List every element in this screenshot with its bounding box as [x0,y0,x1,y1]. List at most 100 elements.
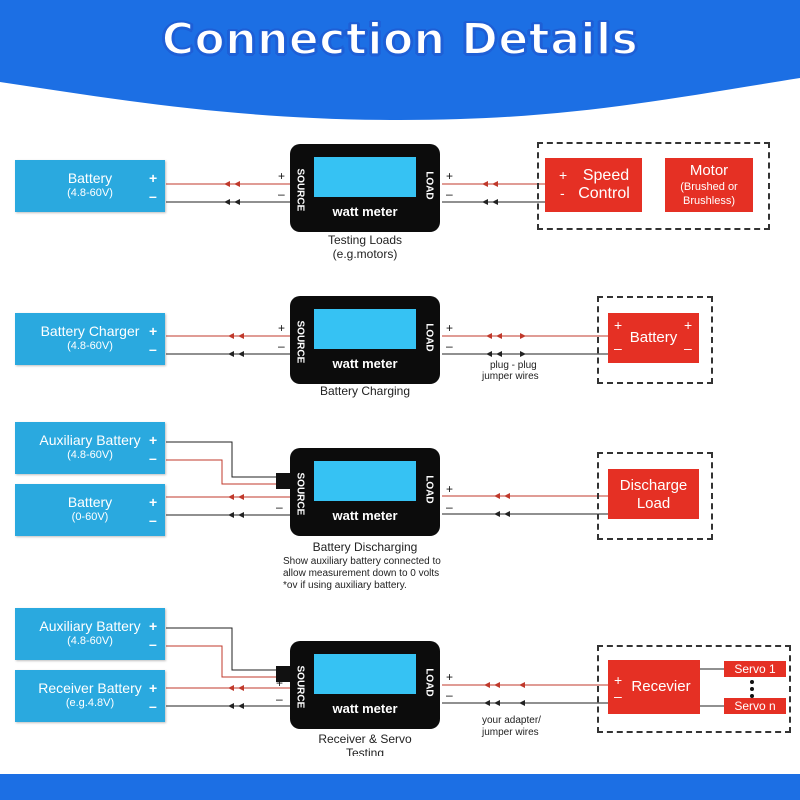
wire-arrow-icon [496,351,502,357]
auxiliary-name: Auxiliary Battery [39,432,141,448]
wire-arrow-icon [486,351,492,357]
meter-source-plus: + [278,321,286,335]
caption-line: Receiver & Servo [318,732,412,746]
battery-range: (0-60V) [71,511,109,523]
note-line: allow measurement down to 0 volts [283,568,440,579]
positive-terminal: + [149,618,158,634]
note-line: jumper wires [482,371,539,382]
speed-control-label: Control [578,185,630,202]
auxiliary-range: (4.8-60V) [67,449,113,461]
battery-load-box: + + Battery – – [608,313,699,363]
adapter-note: your adapter/ jumper wires [482,715,541,739]
servo-1-box: Servo 1 [724,661,786,677]
positive-terminal: + [614,317,623,333]
negative-terminal: – [614,688,622,704]
wire-arrow-icon [494,511,500,517]
meter-source-plus: + [278,169,286,183]
negative-terminal: – [149,188,157,204]
caption-battery-discharging: Battery Discharging [312,540,418,554]
negative-terminal: – [684,340,692,356]
watt-meter: SOURCE LOAD watt meter [290,448,440,536]
wire-arrow-icon [228,333,234,339]
receiver-box: + – Recevier [608,660,700,714]
wire-arrow-icon [228,685,234,691]
speed-control-label: Speed [582,167,630,184]
meter-load-minus: – [446,339,453,353]
wire-arrow-icon [224,181,230,187]
caption-battery-charging: Battery Charging [319,384,411,398]
battery-name: Battery [67,494,113,510]
meter-name: watt meter [332,508,398,523]
wire-arrow-icon [494,493,500,499]
speed-control-box: + - Speed Control [545,158,642,212]
watt-meter: SOURCE LOAD watt meter [290,641,440,729]
meter-load-plus: + [446,321,454,335]
wire-arrow-icon [520,333,526,339]
wire-arrow-icon [224,199,230,205]
wire-arrow-icon [504,511,510,517]
meter-load-label: LOAD [423,668,435,697]
note-line: plug - plug [490,360,537,371]
battery-name: Battery [67,170,113,186]
meter-display [314,157,416,197]
negative-terminal: – [149,450,157,466]
wire-arrow-icon [520,351,526,357]
discharge-load-label: Load [636,495,671,512]
page-title: Connection Details [161,13,639,66]
meter-source-plus: + [276,676,284,690]
wire-arrow-icon [492,199,498,205]
positive-terminal: + [614,672,623,688]
wire-arrow-icon [234,199,240,205]
footer-bar [0,774,800,800]
negative-terminal: – [149,512,157,528]
wire-arrow-icon [496,333,502,339]
wire-arrow-icon [494,700,500,706]
meter-load-label: LOAD [423,323,435,352]
negative-terminal: – [614,340,622,356]
meter-load-plus: + [446,482,454,496]
auxiliary-range: (4.8-60V) [67,635,113,647]
motor-label: Motor [689,162,729,179]
meter-source-minus: – [276,500,283,514]
charger-name: Battery Charger [40,323,140,339]
meter-source-label: SOURCE [294,168,306,212]
negative-terminal: – [149,698,157,714]
wire-arrow-icon [484,682,490,688]
meter-source-minus: – [278,187,285,201]
meter-source-minus: – [278,339,285,353]
discharge-group-outline [597,452,713,540]
battery-source-box: Battery (0-60V) + – [15,484,165,536]
receiver-battery-name: Receiver Battery [38,680,142,696]
header-wave [0,0,800,120]
positive-terminal: + [559,167,568,183]
wire-arrow-icon [486,333,492,339]
header-banner [0,0,800,120]
meter-load-plus: + [446,169,454,183]
positive-terminal: + [149,432,158,448]
receiver-battery-box: Receiver Battery (e.g.4.8V) + – [15,670,165,722]
caption-line: Testing [345,746,385,756]
positive-terminal: + [149,494,158,510]
positive-terminal: + [149,170,158,186]
battery-range: (4.8-60V) [67,187,113,199]
battery-source-box: Battery (4.8-60V) + – [15,160,165,212]
auxiliary-battery-box: Auxiliary Battery (4.8-60V) + – [15,608,165,660]
meter-load-minus: – [446,187,453,201]
meter-source-label: SOURCE [294,320,306,364]
wire-arrow-icon [519,700,525,706]
meter-load-label: LOAD [423,475,435,504]
auxiliary-name: Auxiliary Battery [39,618,141,634]
receiver-group-outline [597,645,791,733]
battery-group-outline [597,296,713,384]
aux-connectors [276,473,290,682]
motor-detail: Brushless) [683,195,735,207]
positive-terminal: + [149,680,158,696]
meter-source-label: SOURCE [294,665,306,709]
meter-display [314,654,416,694]
battery-charger-box: Battery Charger (4.8-60V) + – [15,313,165,365]
negative-terminal: - [560,185,565,201]
meter-name: watt meter [332,204,398,219]
wire-arrow-icon [492,181,498,187]
wire-arrow-icon [494,682,500,688]
